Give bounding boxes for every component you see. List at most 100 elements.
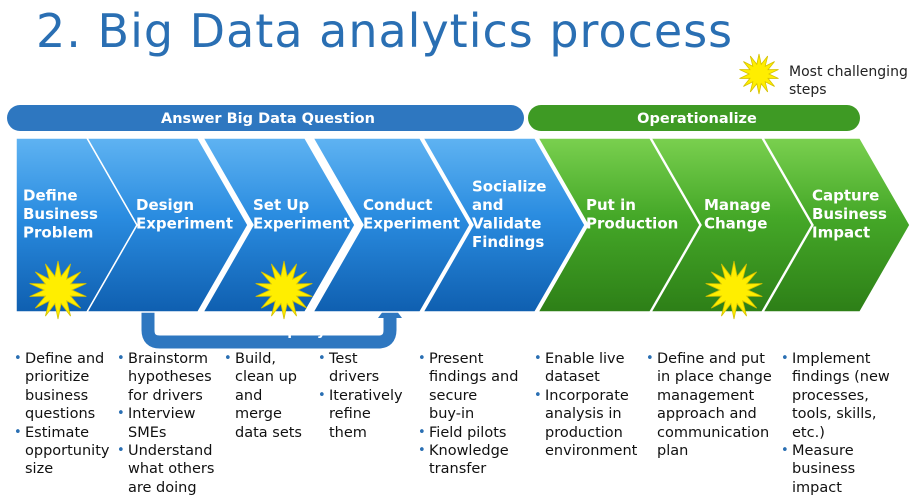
bullet-line: Understand — [128, 443, 213, 460]
phase-bar-1 — [7, 105, 524, 131]
page-title: 2. Big Data analytics process — [36, 4, 734, 58]
bullet-line: questions — [25, 406, 96, 423]
bullet-line: hypotheses — [128, 369, 212, 386]
bullet-line: them — [329, 424, 367, 441]
bullet-line: data sets — [235, 424, 302, 441]
starburst-icon — [739, 53, 779, 95]
challenging-star-icon — [255, 260, 313, 320]
step-chevron-8 — [761, 137, 911, 313]
bullet-line: what others — [128, 461, 215, 478]
step-chevron-3 — [201, 137, 356, 313]
bullet-line: Iteratively — [329, 387, 403, 404]
bullet-line: approach and — [657, 406, 757, 423]
bullet-line: buy-in — [429, 406, 475, 423]
bullets-col-6: Enable live datasetIncorporate analysis in… — [534, 350, 649, 460]
bullet-line: etc.) — [792, 424, 825, 441]
bullet-line: management — [657, 387, 755, 404]
bullets-col-4: Test driversIterativelyrefinethem — [318, 350, 418, 442]
bullet-line: Build, — [235, 351, 277, 367]
bullet-line: findings (new — [792, 369, 890, 386]
phase-bar-2 — [528, 105, 860, 131]
bullet-line: Knowledge — [429, 443, 509, 460]
bullet-line: Estimate — [25, 424, 90, 441]
bullet-line: Implement — [792, 351, 871, 367]
bullet-line: Enable live — [545, 351, 625, 367]
bullet-line: communication — [657, 424, 770, 441]
bullet-line: impact — [792, 479, 842, 496]
bullet-line: tools, skills, — [792, 406, 877, 423]
bullet-line: dataset — [545, 369, 600, 386]
challenging-star-icon — [29, 260, 87, 320]
bullet-line: for drivers — [128, 387, 203, 404]
bullet-item: Field pilots — [418, 424, 530, 443]
bullet-line: SMEs — [128, 424, 167, 441]
bullet-line: opportunity — [25, 443, 110, 460]
bullet-line: size — [25, 461, 54, 478]
bullet-item: Enable live dataset — [534, 350, 649, 387]
phase-label-1: Answer Big Data Question — [161, 111, 375, 127]
step-chevron-7 — [649, 137, 813, 313]
bullet-line: processes, — [792, 387, 869, 404]
bullet-line: Incorporate — [545, 387, 629, 404]
bullet-line: analysis in — [545, 406, 622, 423]
bullet-line: Brainstorm — [128, 351, 208, 367]
iterate-loop-path — [141, 300, 397, 349]
bullet-line: secure — [429, 387, 478, 404]
bullet-item: Test drivers — [318, 350, 418, 387]
step-chevron-2 — [85, 137, 249, 313]
phase-label-2: Operationalize — [637, 111, 757, 127]
bullet-line: transfer — [429, 461, 487, 478]
bullet-line: Test — [329, 351, 358, 367]
step-chevron-6 — [536, 137, 701, 313]
step-chevron-4 — [311, 137, 471, 313]
bullet-line: Define and put — [657, 351, 765, 367]
bullet-line: merge — [235, 406, 282, 423]
legend-label: Most challenging steps — [789, 64, 908, 98]
bullet-line: in place change — [657, 369, 772, 386]
bullet-line: prioritize — [25, 369, 90, 386]
bullet-line: production — [545, 424, 623, 441]
step-chevron-5 — [421, 137, 586, 313]
bullet-line: Interview — [128, 406, 196, 423]
bullet-line: Present — [429, 351, 484, 367]
bullet-line: drivers — [329, 369, 380, 386]
bullet-line: environment — [545, 443, 638, 460]
bullet-line: are doing — [128, 479, 197, 496]
bullet-line: findings and — [429, 369, 519, 386]
bullet-line: Define and — [25, 351, 105, 367]
bullet-line: and — [235, 387, 263, 404]
challenging-star-icon — [705, 260, 763, 320]
bullet-line: clean up — [235, 369, 298, 386]
bullet-line: plan — [657, 443, 689, 460]
bullet-line: Field pilots — [429, 424, 507, 441]
bullet-line: business — [25, 387, 89, 404]
